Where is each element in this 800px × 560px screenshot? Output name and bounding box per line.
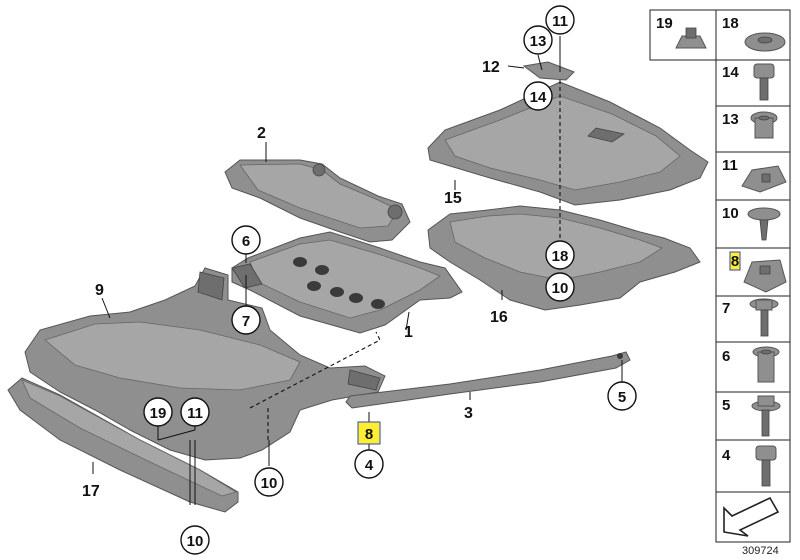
parts-row-10: 10 [722,205,739,222]
callout-12: 12 [482,59,500,76]
rivet-nut-icon [752,346,780,383]
svg-text:6: 6 [242,233,250,250]
callout-3: 3 [464,405,473,422]
parts-row-5: 5 [722,397,730,414]
svg-text:4: 4 [365,457,374,474]
parts-row-13: 13 [722,111,739,128]
clip-nut-icon [675,27,707,49]
svg-text:13: 13 [530,33,547,50]
hex-bolt-icon [753,63,775,101]
callout-labels: 2 9 1 3 15 16 17 12 [82,59,508,500]
callout-16: 16 [490,309,508,326]
svg-text:10: 10 [187,533,204,550]
callout-circle-10-center: 10 [254,467,284,497]
callout-circle-18: 18 [545,240,575,270]
callout-17: 17 [82,483,100,500]
svg-text:10: 10 [261,475,278,492]
callout-15: 15 [444,190,462,207]
diagram-reference-number: 309724 [742,545,779,557]
spring-washer-icon [744,32,786,52]
rear-upper-panel [427,81,709,206]
svg-text:11: 11 [187,405,203,422]
callout-2: 2 [257,125,266,142]
callout-9: 9 [95,282,104,299]
circled-callouts: 6 7 4 8 5 11 13 14 [143,5,637,555]
svg-text:8: 8 [731,253,739,270]
parts-header-18: 18 [722,15,739,32]
svg-text:7: 7 [242,313,250,330]
callout-circle-19: 19 [143,397,173,427]
svg-text:19: 19 [150,405,167,422]
tunnel-brace-part [224,159,411,243]
svg-text:8: 8 [365,426,373,443]
svg-text:11: 11 [552,13,568,30]
bolt-icon [755,445,777,487]
callout-circle-14: 14 [523,81,553,111]
small-bracket-part [522,61,575,81]
callout-circle-4: 4 [354,449,384,479]
svg-text:10: 10 [552,280,569,297]
callout-1: 1 [404,324,413,341]
parts-row-8-highlight: 8 [729,251,741,271]
svg-text:5: 5 [618,389,626,406]
parts-header-19: 19 [656,15,673,32]
parts-column: 19 18 14 13 11 10 8 7 6 5 4 [649,9,791,543]
svg-text:14: 14 [530,89,547,106]
callout-circle-13: 13 [523,25,553,55]
callout-circle-10-rear: 10 [545,272,575,302]
callout-circle-11-front: 11 [180,397,210,427]
svg-text:18: 18 [552,248,569,265]
flange-bolt-icon [749,298,779,337]
callout-circle-10-bottom: 10 [180,525,210,555]
arrow-icon [723,496,780,537]
parts-row-6: 6 [722,348,730,365]
middle-panel [231,231,463,334]
collar-bolt-icon [751,395,781,437]
front-underbody-panel [24,267,386,461]
parts-row-7: 7 [722,300,730,317]
callout-circle-5: 5 [607,381,637,411]
callout-circle-11-top: 11 [545,5,575,35]
parts-row-14: 14 [722,64,739,81]
speed-nut-icon [741,165,787,193]
callout-circle-6: 6 [231,225,261,255]
parts-row-4: 4 [722,447,731,464]
strut-part [345,351,631,409]
parts-row-11: 11 [722,157,738,174]
spacer-sleeve-icon [750,111,778,139]
cage-nut-icon [743,259,787,293]
front-strip-part [7,377,239,513]
push-rivet-icon [747,207,781,241]
callout-circle-7: 7 [231,305,261,335]
callout-highlight-8: 8 [357,421,381,445]
